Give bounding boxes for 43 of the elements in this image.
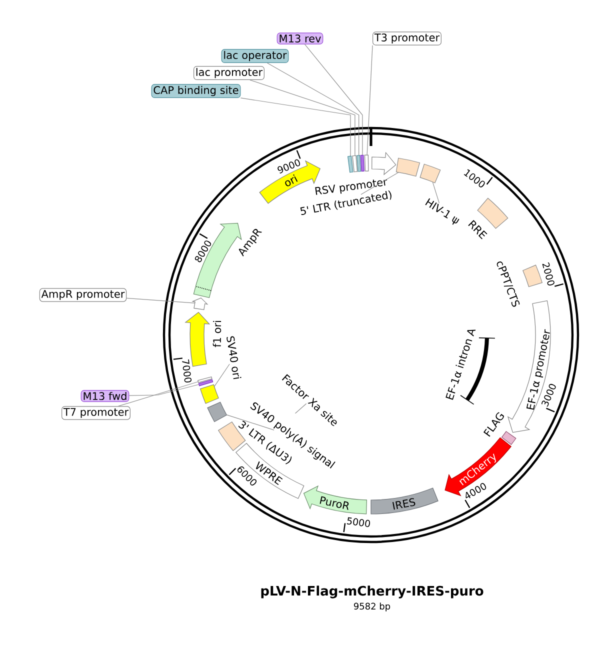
- label-tag: CAP binding site: [151, 84, 241, 98]
- leader-line: [214, 364, 230, 387]
- feature-box: [360, 154, 364, 172]
- feature-box: [396, 158, 420, 177]
- gene-feature: [192, 298, 208, 310]
- leader-line: [266, 62, 360, 156]
- label-tag: M13 rev: [276, 32, 324, 44]
- sequence-length: 9582 bp: [354, 602, 390, 612]
- leader-line: [432, 182, 440, 204]
- feature-box: [348, 156, 354, 173]
- feature-box: [356, 155, 361, 172]
- plasmid-title: pLV-N-Flag-mCherry-IRES-puro: [261, 586, 484, 598]
- scale-tick: 2000: [542, 262, 564, 287]
- feature-box: [207, 402, 227, 422]
- scale-tick: 5000: [343, 517, 370, 532]
- feature-box: [198, 379, 214, 386]
- feature-box: [198, 376, 212, 383]
- leader-line: [226, 414, 274, 430]
- label-tag: T7 promoter: [62, 406, 130, 420]
- node-label: f1 ori: [212, 320, 222, 348]
- label-tag: T3 promoter: [372, 32, 442, 46]
- label-tag: lac promoter: [194, 66, 264, 80]
- leader-line: [118, 381, 198, 406]
- leader-line: [366, 45, 373, 156]
- feature-box: IRES: [370, 488, 438, 514]
- leader-line: [126, 298, 195, 304]
- feature-arc: EF-1α intron A: [446, 330, 496, 405]
- label-tag: lac operator: [221, 49, 289, 63]
- feature-box: [364, 154, 369, 172]
- feature-box: [420, 164, 441, 184]
- feature-box: [200, 384, 219, 404]
- label-tag: AmpR promoter: [39, 288, 127, 302]
- leader-line: [294, 403, 307, 414]
- gene-feature: PuroR: [304, 486, 367, 514]
- leader-line: [360, 172, 399, 195]
- leader-line: [250, 80, 356, 156]
- leader-line: [240, 98, 351, 156]
- scale-tick: 7000: [173, 358, 192, 382]
- feature-label: SV40 ori: [226, 336, 242, 380]
- feature-box: [352, 155, 358, 172]
- label-tag: M13 fwd: [80, 390, 130, 402]
- leader-line: [304, 44, 363, 156]
- leader-line: [128, 384, 200, 396]
